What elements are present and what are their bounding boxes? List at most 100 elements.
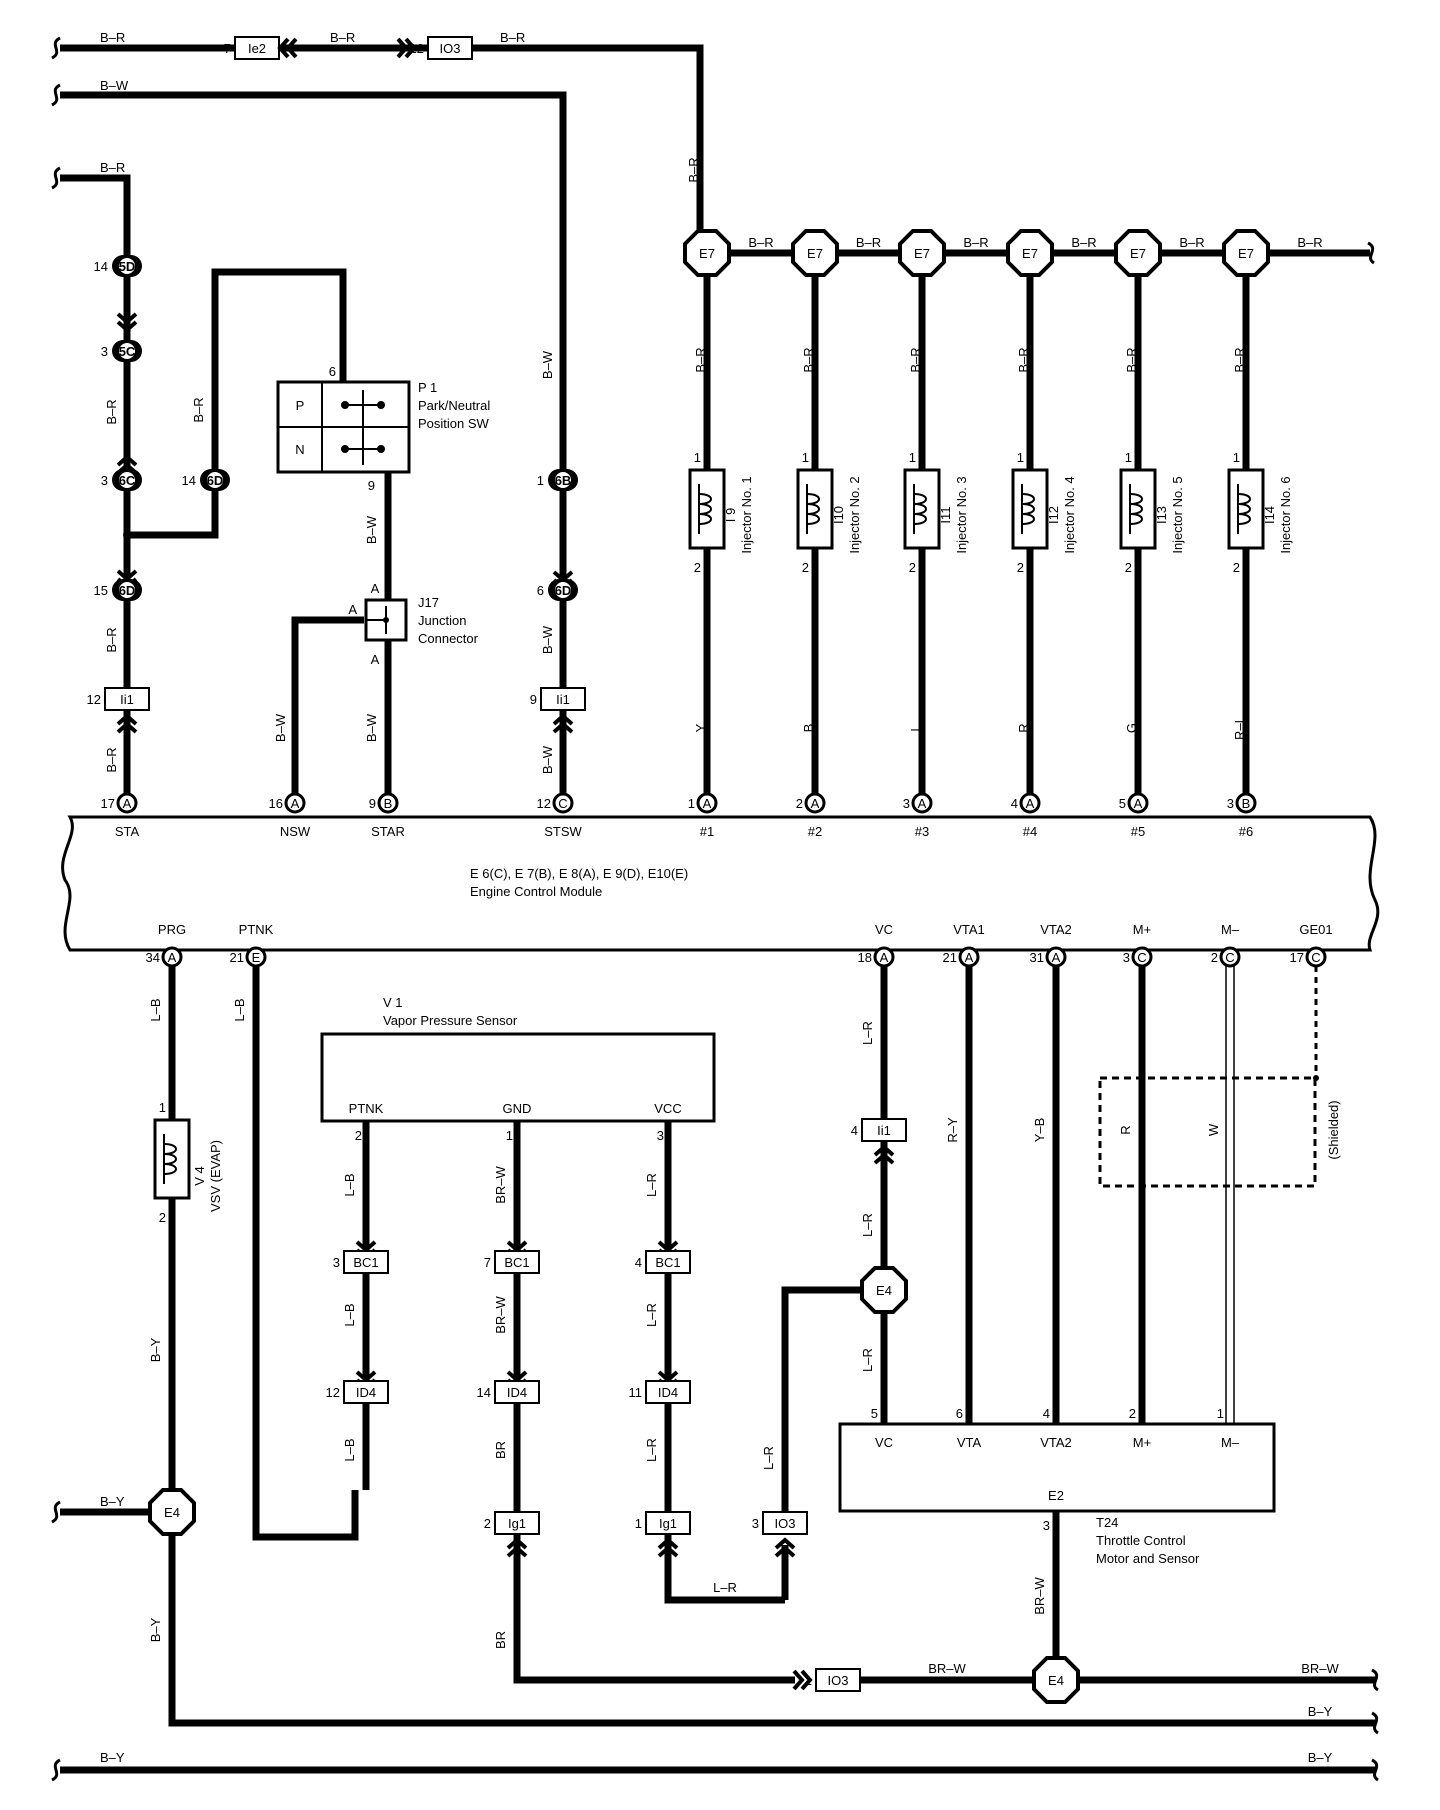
pin-connector-letter: C bbox=[1137, 950, 1146, 965]
throttle-pin-name: M+ bbox=[1133, 1435, 1151, 1450]
wire-label-injector-2: B–R bbox=[801, 347, 816, 372]
pin-number: 17 bbox=[101, 796, 115, 811]
wire-label-by-1: B–Y bbox=[1308, 1704, 1333, 1719]
solenoid-coil bbox=[1129, 493, 1143, 525]
junction-e4-vc bbox=[860, 1266, 908, 1314]
ecm-bottom-pin bbox=[1045, 946, 1067, 968]
injector-1-solenoid bbox=[688, 468, 726, 550]
wire-bw-bus-top bbox=[60, 91, 567, 484]
solenoid-coil bbox=[913, 493, 927, 525]
ecm-top-pin-name: #6 bbox=[1239, 824, 1253, 839]
sensor-pin-name: VCC bbox=[654, 1101, 681, 1116]
ecm-top-pin-name: #4 bbox=[1023, 824, 1037, 839]
chevron-stroke bbox=[800, 1669, 813, 1691]
connector-body bbox=[762, 1511, 808, 1535]
connector-code: Ie2 bbox=[248, 41, 266, 56]
pin-connector-letter: C bbox=[1225, 950, 1234, 965]
connector-pin-number: 3 bbox=[752, 1516, 759, 1531]
junction-code: E7 bbox=[807, 246, 823, 261]
solenoid-body bbox=[153, 1118, 191, 1200]
wire-break bbox=[51, 1500, 61, 1524]
ecm-top-pin bbox=[116, 792, 138, 814]
wire-label-vc-3: L–R bbox=[860, 1348, 875, 1372]
junction-code: E7 bbox=[1238, 246, 1254, 261]
connector-face bbox=[207, 472, 223, 488]
octagon-shape bbox=[148, 1488, 196, 1536]
solenoid-body bbox=[903, 468, 941, 550]
connector-body bbox=[343, 1380, 389, 1404]
wire-label-vc-1: L–R bbox=[860, 1021, 875, 1045]
injector-name: Injector No. 2 bbox=[847, 476, 862, 553]
solenoid-body bbox=[1011, 468, 1049, 550]
wire-label-vs-vcc-1: L–R bbox=[644, 1173, 659, 1197]
ecm-bottom-pin bbox=[1131, 946, 1153, 968]
injector-pin1: 1 bbox=[909, 450, 916, 465]
connector-id4-ptnk bbox=[343, 1380, 389, 1404]
wire-label-nsw: B–W bbox=[273, 713, 288, 742]
chevron-stroke bbox=[285, 37, 298, 59]
wire-label-shield-r: R bbox=[1118, 1125, 1133, 1134]
wire-label-loop: L–R bbox=[713, 1580, 737, 1595]
connector-code: Ii1 bbox=[556, 692, 570, 707]
pin-connector-letter: A bbox=[965, 950, 974, 965]
solenoid-body bbox=[1227, 468, 1265, 550]
switch-name-1: Park/Neutral bbox=[418, 398, 490, 413]
wire-vsv-ground bbox=[168, 1198, 1375, 1727]
wire-label-brw-right: BR–W bbox=[1301, 1661, 1339, 1676]
ecm-top-pin-name: NSW bbox=[280, 824, 311, 839]
connector-pin-number: 14 bbox=[94, 259, 108, 274]
pin-circle bbox=[552, 792, 574, 814]
injector-6-solenoid bbox=[1227, 468, 1265, 550]
connector-6b bbox=[548, 469, 578, 491]
connector-body bbox=[540, 687, 586, 711]
switch-pin-6: 6 bbox=[329, 364, 336, 379]
ecm-top-pin bbox=[1235, 792, 1257, 814]
solenoid-body bbox=[688, 468, 726, 550]
solenoid-coil bbox=[806, 493, 820, 525]
pin-connector-letter: E bbox=[252, 950, 261, 965]
wire-ptnk bbox=[252, 966, 359, 1541]
switch-pos-p: P bbox=[296, 398, 305, 413]
connector-code: Ii1 bbox=[877, 1123, 891, 1138]
connector-code: ID4 bbox=[658, 1385, 678, 1400]
junction-e7-1 bbox=[683, 229, 731, 277]
connector-code: 6B bbox=[555, 473, 572, 488]
wire-label-br-vert: B–R bbox=[686, 157, 701, 182]
connector-pin-number: 7 bbox=[224, 41, 231, 56]
injector-name: Injector No. 3 bbox=[954, 476, 969, 553]
ecm-bottom-pin bbox=[958, 946, 980, 968]
wire-label-injector-out: Y bbox=[693, 723, 708, 732]
pin-number: 3 bbox=[903, 796, 910, 811]
wire-to-pnsw bbox=[211, 268, 347, 490]
wire-br-bus-top bbox=[60, 44, 704, 230]
connector-ig1-gnd bbox=[494, 1511, 540, 1535]
injector-pin1: 1 bbox=[694, 450, 701, 465]
wire-sensor-gnd bbox=[513, 1121, 795, 1684]
sensor-pin-number: 2 bbox=[355, 1128, 362, 1143]
connector-io3-1 bbox=[815, 1668, 861, 1692]
chevron-stroke bbox=[404, 37, 417, 59]
wires bbox=[51, 36, 1379, 1782]
throttle-e2: E2 bbox=[1048, 1488, 1064, 1503]
ecm-name: Engine Control Module bbox=[470, 884, 602, 899]
ecm-bottom-pin-name: VC bbox=[875, 922, 893, 937]
connector-pin-number: 12 bbox=[326, 1385, 340, 1400]
connector-ii1-vc bbox=[861, 1118, 907, 1142]
wire-label-br-3: B–R bbox=[500, 30, 525, 45]
wire-label-bw: B–W bbox=[100, 78, 129, 93]
pin-number: 5 bbox=[1119, 796, 1126, 811]
ecm-bottom-pin bbox=[245, 946, 267, 968]
chevron-stroke bbox=[116, 713, 138, 726]
injector-pin1: 1 bbox=[1125, 450, 1132, 465]
chevron-stroke bbox=[774, 1537, 796, 1550]
connector-body bbox=[645, 1250, 691, 1274]
chevron-stroke bbox=[116, 721, 138, 734]
connector-face bbox=[555, 582, 571, 598]
ecm-bottom-pin bbox=[1219, 946, 1241, 968]
throttle-pin-name: VC bbox=[875, 1435, 893, 1450]
connector-pin-number: 4 bbox=[851, 1123, 858, 1138]
connector-code: IO3 bbox=[440, 41, 461, 56]
wire-label-br-low: BR bbox=[493, 1631, 508, 1649]
pin-number: 3 bbox=[1227, 796, 1234, 811]
pin-number: 2 bbox=[796, 796, 803, 811]
